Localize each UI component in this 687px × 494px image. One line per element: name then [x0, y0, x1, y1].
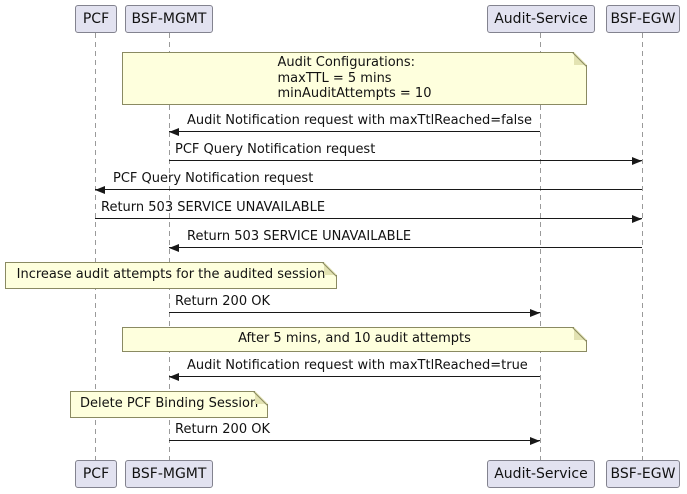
participant-label: Audit-Service — [494, 466, 588, 482]
message-label: Return 503 SERVICE UNAVAILABLE — [101, 200, 326, 215]
note-line: Increase audit attempts for the audited … — [16, 267, 326, 282]
note-line: Delete PCF Binding Session — [80, 396, 259, 411]
note-audit-configurations: Audit Configurations: maxTTL = 5 mins mi… — [122, 52, 587, 105]
message-return-200-ok-second: Return 200 OK — [169, 421, 540, 445]
message-audit-notification-false: Audit Notification request with maxTtlRe… — [169, 112, 540, 136]
message-label: Audit Notification request with maxTtlRe… — [187, 358, 528, 373]
participant-label: BSF-EGW — [610, 466, 676, 482]
message-return-200-ok-first: Return 200 OK — [169, 293, 540, 317]
note-line: Audit Configurations: — [277, 55, 416, 70]
message-pcf-query-to-egw: PCF Query Notification request — [169, 141, 642, 165]
arrowhead-right-icon — [530, 309, 540, 317]
note-increase-audit-attempts: Increase audit attempts for the audited … — [5, 262, 337, 289]
arrowhead-left-icon — [169, 128, 179, 136]
participant-label: BSF-MGMT — [131, 11, 207, 27]
participant-bsf-mgmt-top: BSF-MGMT — [125, 5, 213, 33]
arrowhead-left-icon — [169, 373, 179, 381]
message-audit-notification-true: Audit Notification request with maxTtlRe… — [169, 357, 540, 381]
message-return-503-to-mgmt: Return 503 SERVICE UNAVAILABLE — [169, 228, 642, 252]
participant-bsf-egw-bottom: BSF-EGW — [606, 460, 680, 488]
participant-label: PCF — [82, 466, 110, 482]
message-return-503-to-egw: Return 503 SERVICE UNAVAILABLE — [95, 199, 642, 223]
participant-pcf-bottom: PCF — [75, 460, 117, 488]
participant-label: BSF-EGW — [610, 11, 676, 27]
lifeline-audit-service — [540, 33, 541, 460]
message-pcf-query-to-pcf: PCF Query Notification request — [95, 170, 642, 194]
note-text: Audit Configurations: maxTTL = 5 mins mi… — [278, 55, 432, 102]
note-after-5-mins: After 5 mins, and 10 audit attempts — [122, 327, 587, 352]
arrowhead-right-icon — [530, 437, 540, 445]
note-line: minAuditAttempts = 10 — [277, 86, 432, 101]
arrowhead-right-icon — [632, 157, 642, 165]
message-label: Return 503 SERVICE UNAVAILABLE — [187, 229, 412, 244]
participant-pcf-top: PCF — [75, 5, 117, 33]
participant-label: BSF-MGMT — [131, 466, 207, 482]
message-label: PCF Query Notification request — [175, 142, 376, 157]
participant-label: PCF — [82, 11, 110, 27]
note-text: After 5 mins, and 10 audit attempts — [238, 332, 471, 346]
lifeline-pcf — [95, 33, 96, 460]
participant-bsf-egw-top: BSF-EGW — [606, 5, 680, 33]
arrowhead-left-icon — [169, 244, 179, 252]
arrowhead-left-icon — [95, 186, 105, 194]
arrowhead-right-icon — [632, 215, 642, 223]
message-label: Return 200 OK — [175, 422, 270, 437]
message-label: Return 200 OK — [175, 294, 270, 309]
note-text: Increase audit attempts for the audited … — [17, 267, 326, 283]
note-delete-pcf-binding: Delete PCF Binding Session — [70, 391, 268, 418]
note-line: After 5 mins, and 10 audit attempts — [238, 331, 471, 346]
lifeline-bsf-egw — [642, 33, 643, 460]
participant-audit-service-bottom: Audit-Service — [487, 460, 595, 488]
note-text: Delete PCF Binding Session — [80, 396, 258, 412]
message-label: PCF Query Notification request — [113, 171, 314, 186]
participant-audit-service-top: Audit-Service — [487, 5, 595, 33]
message-label: Audit Notification request with maxTtlRe… — [187, 113, 533, 128]
participant-label: Audit-Service — [494, 11, 588, 27]
note-line: maxTTL = 5 mins — [277, 70, 392, 86]
participant-bsf-mgmt-bottom: BSF-MGMT — [125, 460, 213, 488]
